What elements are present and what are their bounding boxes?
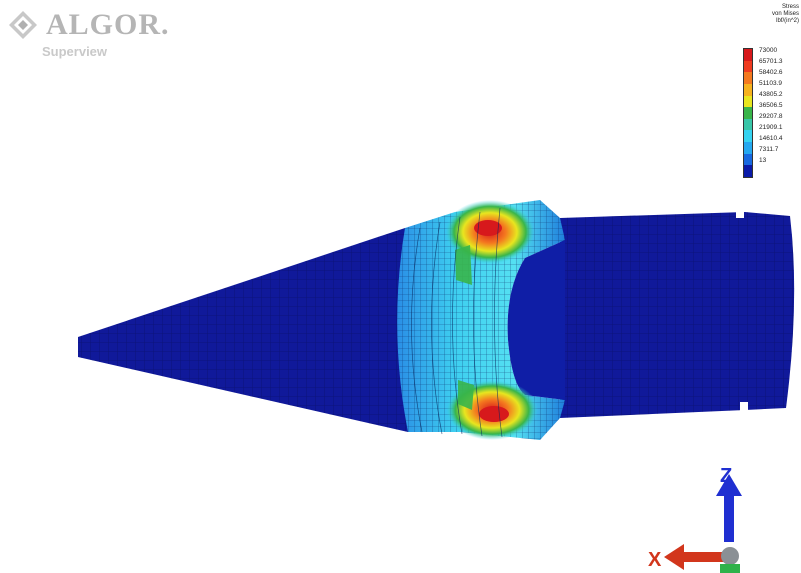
algor-diamond-icon (9, 11, 37, 39)
legend-title-line: Stress (781, 4, 799, 10)
legend-color-band (744, 153, 752, 166)
legend-color-bar (743, 48, 753, 178)
y-axis-arrow (720, 564, 740, 573)
legend-value: 36506.5 (759, 102, 783, 109)
x-axis-arrow (664, 544, 728, 570)
legend-value: 14610.4 (759, 135, 783, 142)
legend-color-band (744, 72, 752, 84)
algor-logo: ALGOR. Superview (6, 6, 206, 66)
legend-color-band (744, 165, 752, 177)
legend-value: 43805.2 (759, 91, 783, 98)
legend-title-line: von Mises (771, 11, 799, 17)
legend-color-band (744, 142, 752, 154)
legend-value: 21909.1 (759, 124, 783, 131)
z-axis-label: Z (720, 465, 732, 487)
legend-title-line: lbf/(in^2) (776, 18, 799, 24)
legend-value: 7311.7 (759, 146, 779, 153)
triad-origin (721, 547, 739, 565)
cavity (507, 240, 565, 400)
legend-value: 65701.3 (759, 58, 783, 65)
legend-value: 51103.9 (759, 80, 783, 87)
legend-value: 29207.8 (759, 113, 783, 120)
axis-triad[interactable]: Z X (640, 460, 770, 573)
legend-value: 13 (759, 157, 767, 164)
x-axis-label: X (648, 549, 662, 571)
legend-color-band (744, 130, 752, 142)
legend-title: Stress von Mises lbf/(in^2) (772, 4, 799, 25)
logo-product: Superview (42, 44, 108, 59)
legend-color-band (744, 83, 752, 96)
legend-color-band (744, 49, 752, 61)
z-axis-arrow (716, 474, 742, 542)
stress-legend: Stress von Mises lbf/(in^2) 73000 65701.… (735, 4, 801, 178)
legend-color-band (744, 95, 752, 108)
legend-value: 58402.6 (759, 69, 783, 76)
legend-values: 73000 65701.3 58402.6 51103.9 43805.2 36… (759, 45, 783, 166)
legend-color-band (744, 118, 752, 131)
logo-brand: ALGOR. (46, 8, 170, 41)
legend-color-band (744, 60, 752, 73)
legend-value: 73000 (759, 47, 778, 54)
legend-color-band (744, 107, 752, 119)
